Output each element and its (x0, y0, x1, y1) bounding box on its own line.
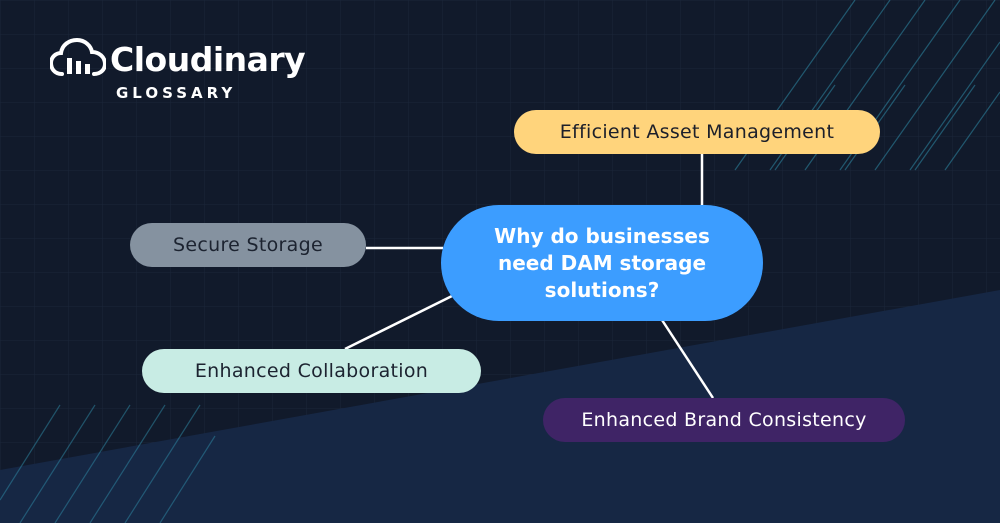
node-secure-storage: Secure Storage (130, 223, 366, 267)
node-enhanced-collaboration: Enhanced Collaboration (142, 349, 481, 393)
link-brand (660, 319, 715, 399)
brand-logo: Cloudinary GLOSSARY (50, 38, 306, 104)
node-enhanced-brand-consistency: Enhanced Brand Consistency (543, 398, 905, 442)
lower-background-band (0, 290, 1000, 523)
node-efficient-asset-management: Efficient Asset Management (514, 110, 880, 154)
center-question-node: Why do businesses need DAM storage solut… (441, 205, 763, 321)
brand-subtitle: GLOSSARY (116, 84, 237, 102)
cloud-icon (50, 38, 106, 76)
brand-name: Cloudinary (110, 40, 306, 79)
link-collab (344, 294, 453, 351)
stripes-bottom-left (0, 404, 216, 523)
